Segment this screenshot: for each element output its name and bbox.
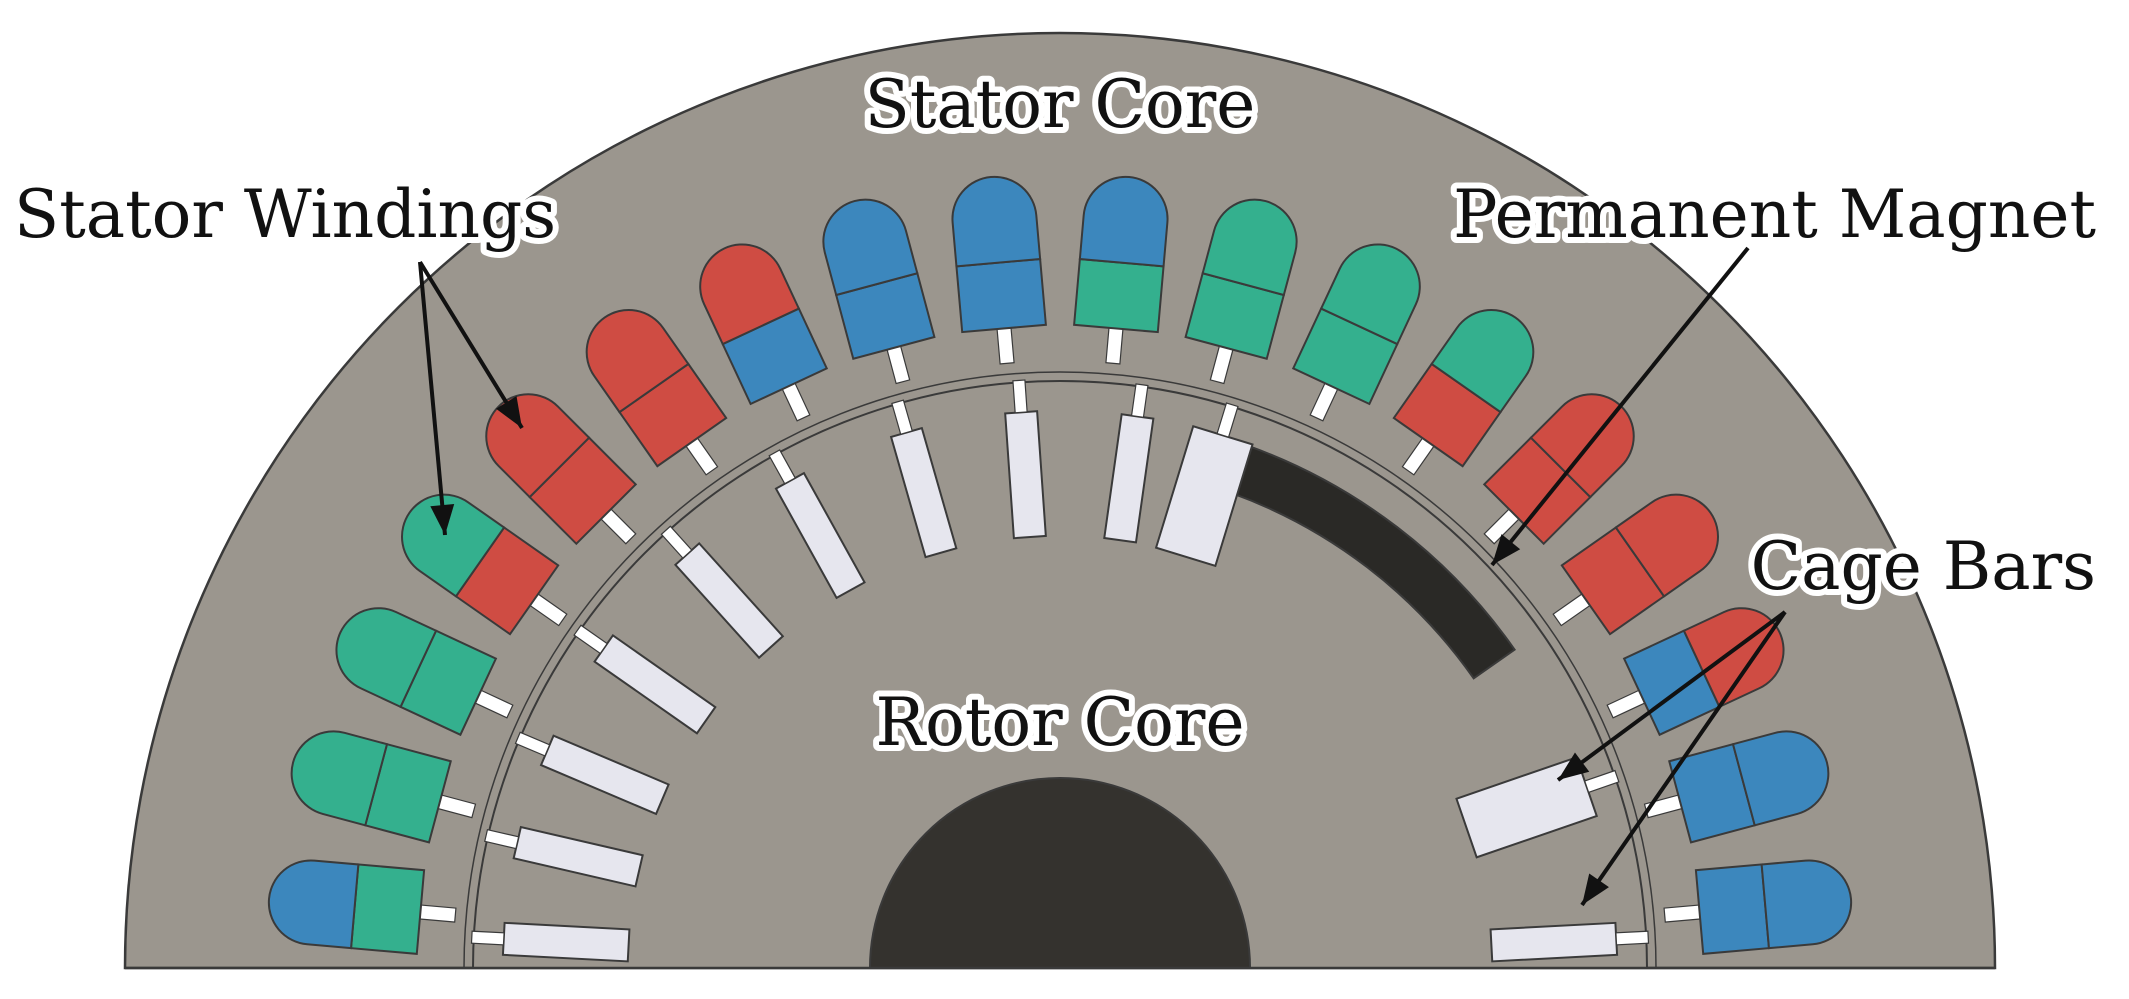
slot-opening [1663, 904, 1703, 923]
cage-bar-slit [768, 449, 797, 485]
arrow-windings-b-head [496, 396, 522, 428]
cage-bar [501, 921, 631, 963]
stator-slot [1643, 730, 1830, 844]
cage-bar-slit [470, 930, 505, 946]
winding-coil-side-outer [1078, 175, 1169, 268]
arrow-cage-bar-a-head [1558, 752, 1590, 780]
cage-bar-slit [1583, 769, 1620, 794]
arrow-windings-a-head [430, 504, 455, 535]
air-gap-line-outer [463, 371, 1657, 969]
cage-bar-group [1455, 756, 1620, 859]
winding-coil-side-outer [1430, 309, 1535, 414]
stator-slot [267, 859, 457, 955]
arrow-magnet-line [1490, 246, 1750, 567]
arrow-windings-b-line [418, 260, 524, 430]
winding-coil-side-outer [1614, 493, 1719, 598]
label-cage-bars: Cage Bars [1751, 528, 2096, 605]
cage-bar-slit [1615, 930, 1650, 946]
stator-slot [1184, 198, 1298, 385]
arrow-cage-bar-b-line [1580, 610, 1787, 907]
slot-opening [996, 325, 1015, 365]
cage-bar-group [514, 731, 670, 816]
stator-slot [1552, 493, 1719, 636]
cage-bar-slit [514, 731, 551, 757]
permanent-magnet [1231, 445, 1517, 680]
label-permanent-magnet: Permanent Magnet [1453, 176, 2096, 253]
winding-coil-side-outer [1760, 859, 1853, 950]
winding-coil-side-outer [585, 309, 690, 414]
arrow-windings-a-line [418, 261, 447, 536]
cage-bar-slit [1130, 383, 1149, 418]
winding-coil-side-outer [699, 243, 801, 346]
cage-bar-slit [1216, 402, 1239, 438]
cage-bar-slit [1012, 379, 1028, 414]
stator-slot [1392, 309, 1535, 476]
cage-bar-group [768, 449, 866, 600]
winding-coil-side-outer [401, 493, 506, 598]
arrow-magnet-head [1492, 534, 1521, 565]
winding-coil-side-inner [1694, 863, 1771, 955]
winding-coil-side-outer [951, 175, 1042, 268]
cage-bar-group [889, 399, 958, 559]
cage-bar-group [484, 825, 644, 888]
winding-coil-side-outer [335, 607, 438, 709]
cage-bar-group [660, 525, 785, 660]
stator-slot [1291, 243, 1421, 422]
cage-bar-slit [660, 525, 693, 559]
cage-bar-group [470, 921, 631, 963]
winding-coil-side-inner [1073, 257, 1165, 334]
cage-bar-group [1489, 921, 1650, 963]
stator-slot [1073, 175, 1169, 365]
arrow-cage-bar-a-line [1556, 610, 1787, 782]
winding-coil-side-outer [822, 198, 919, 297]
cage-bar [1489, 921, 1619, 963]
winding-coil-side-outer [290, 730, 389, 827]
winding-coil-side-outer [1201, 198, 1298, 297]
stator-slot [401, 493, 568, 636]
stator-slot [822, 198, 936, 385]
cage-bar-group [1103, 383, 1155, 544]
rotor-shaft [868, 777, 1252, 969]
stator-slot [951, 175, 1047, 365]
cage-bar-group [573, 624, 717, 735]
winding-coil-side-inner [349, 863, 426, 955]
arrow-cage-bar-b-head [1582, 873, 1609, 905]
winding-coil-side-inner [955, 257, 1047, 334]
label-stator-core: Stator Core [865, 66, 1256, 143]
winding-coil-side-outer [1731, 730, 1830, 827]
stator-slot [585, 309, 728, 476]
slot-opening [1105, 325, 1124, 365]
label-rotor-core: Rotor Core [875, 684, 1244, 761]
cage-bar-slit [573, 624, 609, 655]
winding-coil-side-outer [267, 859, 360, 950]
cage-bar-group [1004, 379, 1047, 540]
slot-opening [417, 904, 457, 923]
cage-bar-group [1154, 402, 1254, 568]
cage-bar-slit [891, 399, 913, 435]
cage-bar-slit [484, 828, 520, 850]
stator-slot [1663, 859, 1853, 955]
winding-coil-side-outer [1319, 243, 1421, 346]
label-stator-windings: Stator Windings [14, 176, 556, 253]
annotation-arrows [418, 246, 1787, 907]
stator-slot [335, 607, 514, 737]
stator-slot [699, 243, 829, 422]
motor-geometry [123, 31, 1997, 970]
stator-slot [290, 730, 477, 844]
